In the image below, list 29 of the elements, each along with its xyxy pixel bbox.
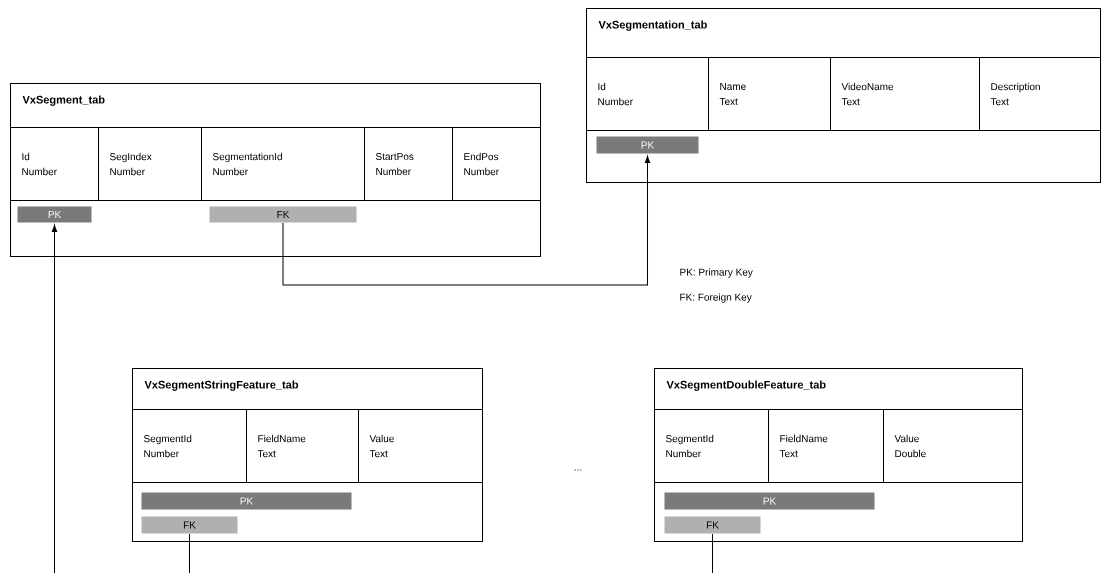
foreign-key-bar: FK xyxy=(141,516,238,534)
field-cell: Name Text xyxy=(708,57,831,131)
field-cell: FieldName Text xyxy=(768,409,884,483)
foreign-key-bar: FK xyxy=(209,206,357,223)
field-cell: StartPos Number xyxy=(364,127,453,201)
field-cell: Id Number xyxy=(10,127,99,201)
field-cell: SegIndex Number xyxy=(98,127,202,201)
field-cell: SegmentationId Number xyxy=(201,127,365,201)
foreign-key-bar: FK xyxy=(664,516,761,534)
field-cell: Value Double xyxy=(883,409,1023,483)
primary-key-bar: PK xyxy=(141,492,352,510)
field-cell: SegmentId Number xyxy=(654,409,769,483)
arrow xyxy=(282,155,651,286)
primary-key-bar: PK xyxy=(17,206,92,223)
field-cell: FieldName Text xyxy=(246,409,359,483)
primary-key-bar: PK xyxy=(664,492,875,510)
field-cell: SegmentId Number xyxy=(132,409,247,483)
field-cell: Description Text xyxy=(979,57,1101,131)
field-cell: Id Number xyxy=(586,57,709,131)
arrow xyxy=(51,224,58,573)
field-cell: EndPos Number xyxy=(452,127,541,201)
connector-line xyxy=(712,533,713,573)
field-cell: VideoName Text xyxy=(830,57,980,131)
connector-line xyxy=(189,533,190,573)
ellipsis-text: ... xyxy=(574,469,582,471)
field-cell: Value Text xyxy=(358,409,483,483)
key-legend-note: PK: Primary Key xyxy=(680,268,753,278)
primary-key-bar: PK xyxy=(596,136,699,154)
key-legend-note: FK: Foreign Key xyxy=(680,293,752,303)
